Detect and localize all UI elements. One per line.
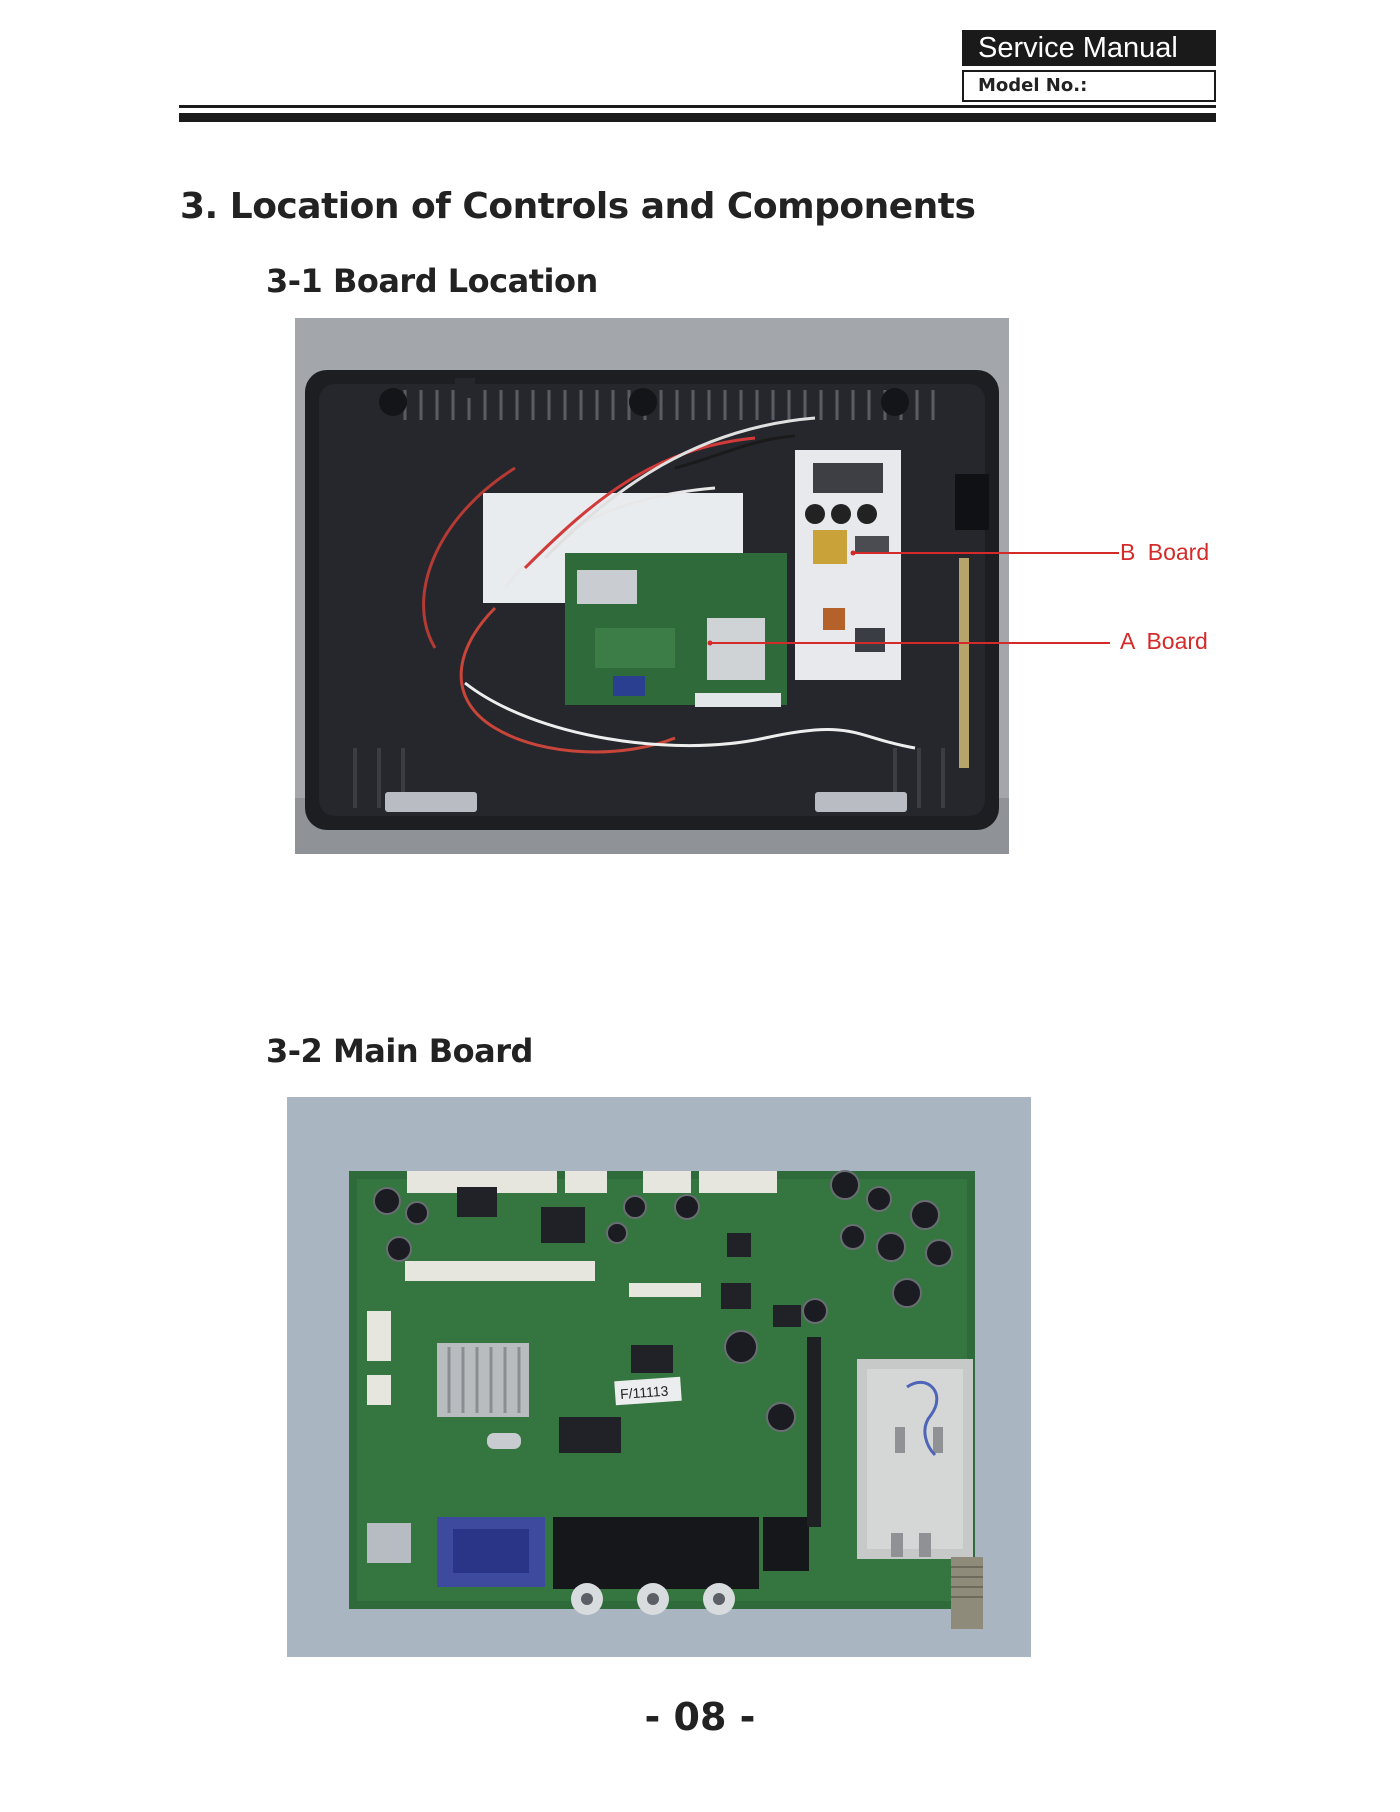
callout-a-board-label: A Board: [1120, 628, 1208, 654]
header-rule-thick: [179, 113, 1216, 122]
model-number-label: Model No.:: [962, 70, 1216, 102]
subsection-heading-main-board: 3-2 Main Board: [266, 1032, 533, 1070]
callout-b-board-label: B Board: [1120, 539, 1210, 565]
service-manual-title: Service Manual: [962, 30, 1216, 66]
page-number: - 08 -: [644, 1695, 756, 1739]
main-board-photo: F/11113: [287, 1097, 1031, 1657]
header-rule-thin: [179, 105, 1216, 108]
board-location-photo: [295, 318, 1009, 854]
tv-rear-illustration: [295, 318, 1009, 854]
board-sticker-label: F/11113: [620, 1383, 669, 1402]
main-board-illustration: F/11113: [287, 1097, 1031, 1657]
section-heading: 3. Location of Controls and Components: [180, 186, 976, 227]
subsection-heading-board-location: 3-1 Board Location: [266, 262, 598, 300]
